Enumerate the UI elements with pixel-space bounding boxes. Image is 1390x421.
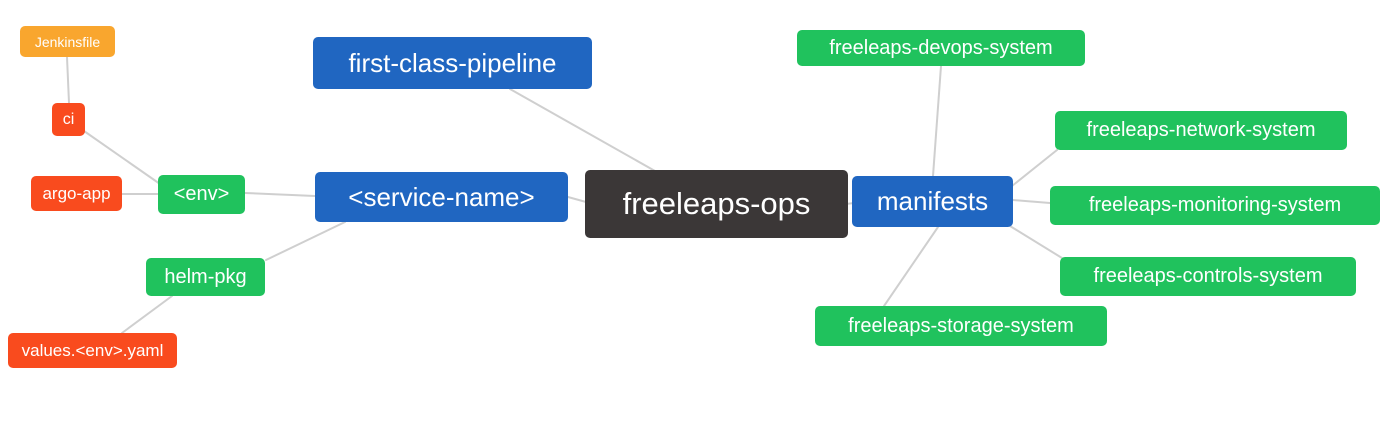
node-ci[interactable]: ci (52, 103, 85, 136)
node-values-env-yaml[interactable]: values.<env>.yaml (8, 333, 177, 368)
node-freeleaps-storage-system[interactable]: freeleaps-storage-system (815, 306, 1107, 346)
node-manifests[interactable]: manifests (852, 176, 1013, 227)
edge-env-service (244, 192, 316, 197)
edge-pipeline-root (509, 88, 656, 172)
edge-jenkinsfile-ci (66, 56, 70, 104)
edge-manifests-monitoring (1012, 199, 1051, 204)
node-freeleaps-monitoring-system[interactable]: freeleaps-monitoring-system (1050, 186, 1380, 225)
edge-manifests-devops (932, 65, 942, 177)
edge-helm-values (121, 295, 173, 334)
edge-service-helm (265, 221, 346, 261)
node-helm-pkg[interactable]: helm-pkg (146, 258, 265, 296)
node-freeleaps-devops-system[interactable]: freeleaps-devops-system (797, 30, 1085, 66)
node-freeleaps-controls-system[interactable]: freeleaps-controls-system (1060, 257, 1356, 296)
node-jenkinsfile[interactable]: Jenkinsfile (20, 26, 115, 57)
node-argo-app[interactable]: argo-app (31, 176, 122, 211)
edge-service-root (567, 196, 587, 203)
edge-manifests-network (1011, 149, 1058, 187)
node-env[interactable]: <env> (158, 175, 245, 214)
node-freeleaps-ops-root[interactable]: freeleaps-ops (585, 170, 848, 238)
node-service-name[interactable]: <service-name> (315, 172, 568, 222)
edge-manifests-storage (883, 226, 939, 307)
node-first-class-pipeline[interactable]: first-class-pipeline (313, 37, 592, 89)
edge-manifests-controls (1009, 225, 1063, 259)
node-freeleaps-network-system[interactable]: freeleaps-network-system (1055, 111, 1347, 150)
